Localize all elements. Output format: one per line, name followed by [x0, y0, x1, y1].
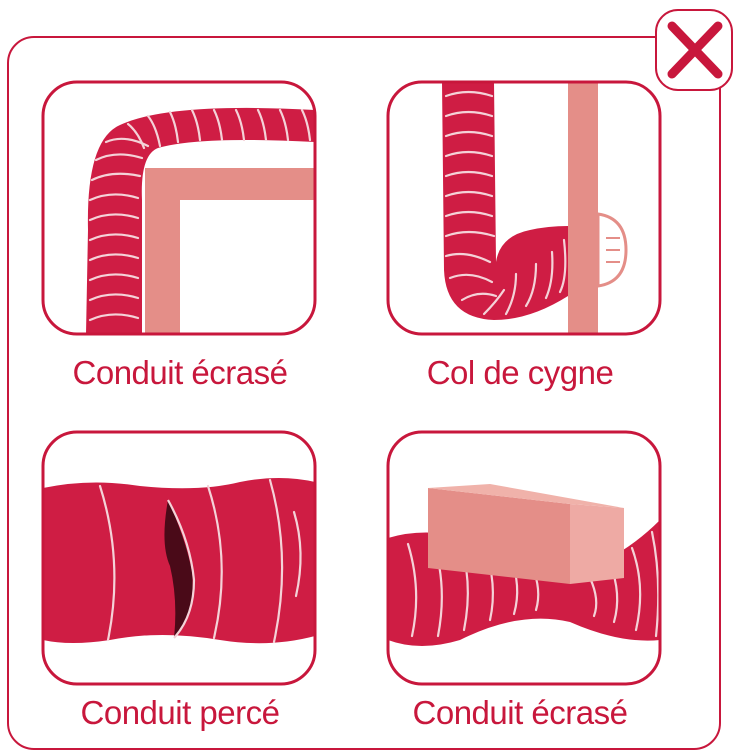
caption-crushed-block: Conduit écrasé [370, 694, 670, 732]
panel-crushed-block [388, 432, 660, 684]
close-button[interactable] [656, 10, 732, 90]
caption-gooseneck: Col de cygne [370, 354, 670, 392]
panel-gooseneck [388, 82, 660, 334]
panel-crushed-corner [43, 82, 315, 334]
panel-pierced [43, 432, 315, 684]
caption-crushed-corner: Conduit écrasé [30, 354, 330, 392]
caption-pierced: Conduit percé [30, 694, 330, 732]
beam [568, 82, 598, 334]
